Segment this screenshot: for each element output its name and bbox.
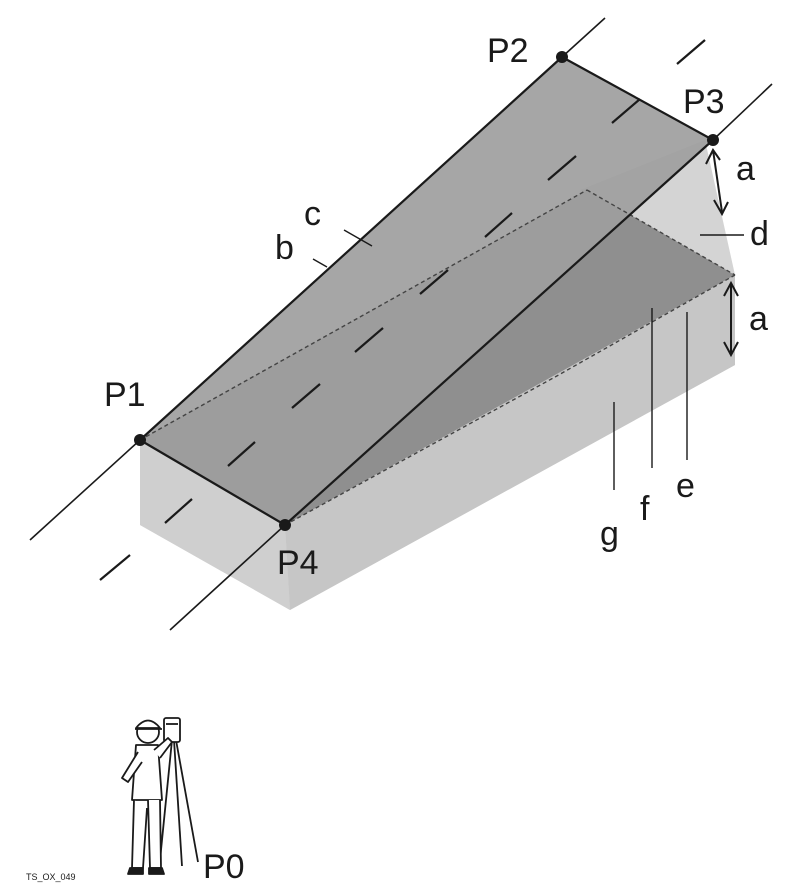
reference-plane-outline	[139, 56, 714, 526]
reference-plane	[140, 57, 713, 525]
corner-points	[134, 51, 719, 531]
figure-reference: TS_OX_049	[26, 872, 76, 882]
label-g: g	[600, 515, 619, 553]
sloped-face	[285, 275, 735, 610]
baseline-extensions	[29, 17, 773, 631]
offset-plane-edges	[139, 189, 736, 526]
label-f: f	[640, 490, 650, 528]
point-p1-marker	[134, 434, 146, 446]
point-p4-marker	[279, 519, 291, 531]
centre-line	[99, 39, 706, 581]
label-a-lower: a	[749, 300, 768, 338]
point-p2-marker	[556, 51, 568, 63]
label-p3: P3	[683, 83, 725, 121]
leader-c	[343, 229, 373, 247]
label-p2: P2	[487, 32, 529, 70]
label-p1: P1	[104, 376, 146, 414]
label-d: d	[750, 215, 769, 253]
surveyor-with-instrument-icon	[121, 717, 199, 875]
body-front-face	[140, 440, 290, 610]
offset-arrow-lower	[723, 280, 739, 358]
label-p4: P4	[277, 544, 319, 582]
label-a-upper: a	[736, 150, 755, 188]
label-p0: P0	[203, 848, 245, 886]
callout-leaders	[312, 229, 744, 490]
label-c: c	[304, 195, 321, 233]
offset-arrow-upper	[705, 148, 729, 217]
body-right-face	[580, 140, 735, 275]
leader-b	[312, 258, 328, 268]
point-p3-marker	[707, 134, 719, 146]
label-e: e	[676, 467, 695, 505]
label-b: b	[275, 229, 294, 267]
